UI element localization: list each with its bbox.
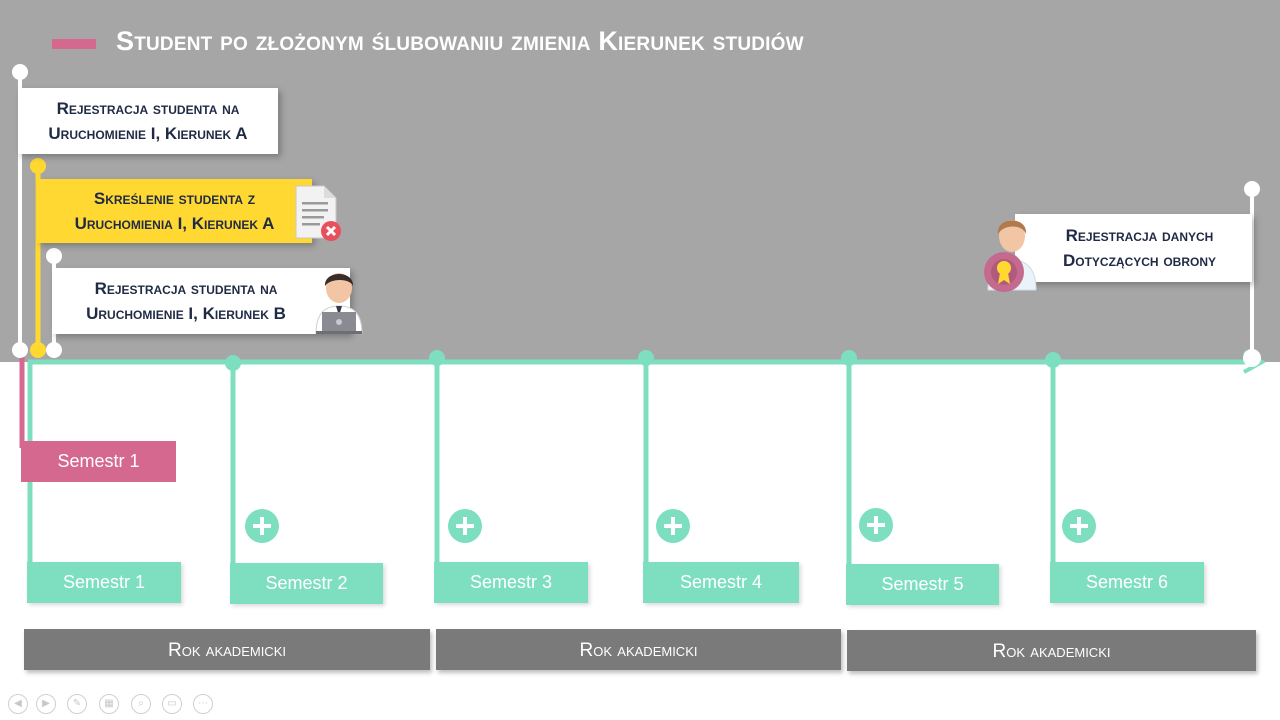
semester-1-box: Semestr 1 — [27, 562, 181, 603]
slides-grid-icon[interactable]: ▦ — [99, 694, 119, 714]
pen-icon[interactable]: ✎ — [67, 694, 87, 714]
zoom-icon[interactable]: ⌕ — [131, 694, 151, 714]
callout-registration-b: Rejestracja studenta na Uruchomienie I, … — [52, 268, 350, 334]
subtitles-icon[interactable]: ▭ — [162, 694, 182, 714]
semester-1-highlight: Semestr 1 — [21, 441, 176, 482]
more-options-icon[interactable]: ⋯ — [193, 694, 213, 714]
title-marker — [52, 39, 96, 49]
academic-year-3: Rok akademicki — [847, 630, 1256, 671]
semester-3-box: Semestr 3 — [434, 562, 588, 603]
callout-registration-a-line1: Rejestracja studenta na — [56, 99, 240, 118]
semester-2-box: Semestr 2 — [230, 563, 383, 604]
person-laptop-icon — [315, 273, 363, 334]
callout-defense: Rejestracja danych Dotyczących obrony — [1015, 214, 1252, 282]
semester-4-box: Semestr 4 — [643, 562, 799, 603]
callout-registration-a-line2: Uruchomienie I, Kierunek A — [48, 124, 248, 143]
callout-registration-b-line1: Rejestracja studenta na — [94, 279, 278, 298]
callout-defense-line1: Rejestracja danych — [1065, 226, 1214, 245]
semester-5-box: Semestr 5 — [846, 564, 999, 605]
slide-title: Student po złożonym ślubowaniu zmienia K… — [116, 26, 804, 56]
add-semester-6-button[interactable] — [1062, 509, 1096, 543]
callout-registration-a: Rejestracja studenta na Uruchomienie I, … — [18, 88, 278, 154]
semester-6-box: Semestr 6 — [1050, 562, 1204, 603]
callout-strike-a: Skreślenie studenta z Uruchomienia I, Ki… — [37, 179, 312, 243]
add-semester-2-button[interactable] — [245, 509, 279, 543]
document-remove-icon — [295, 185, 341, 241]
callout-defense-line2: Dotyczących obrony — [1062, 251, 1216, 270]
callout-registration-b-line2: Uruchomienie I, Kierunek B — [86, 304, 286, 323]
add-semester-5-button[interactable] — [859, 508, 893, 542]
callout-strike-a-line2: Uruchomienia I, Kierunek A — [74, 214, 275, 233]
callout-strike-a-line1: Skreślenie studenta z — [93, 189, 256, 208]
academic-year-2: Rok akademicki — [436, 629, 841, 670]
add-semester-3-button[interactable] — [448, 509, 482, 543]
add-semester-4-button[interactable] — [656, 509, 690, 543]
previous-slide-icon[interactable]: ◀ — [8, 694, 28, 714]
next-slide-icon[interactable]: ▶ — [36, 694, 56, 714]
graduate-award-icon — [984, 220, 1037, 292]
academic-year-1: Rok akademicki — [24, 629, 430, 670]
